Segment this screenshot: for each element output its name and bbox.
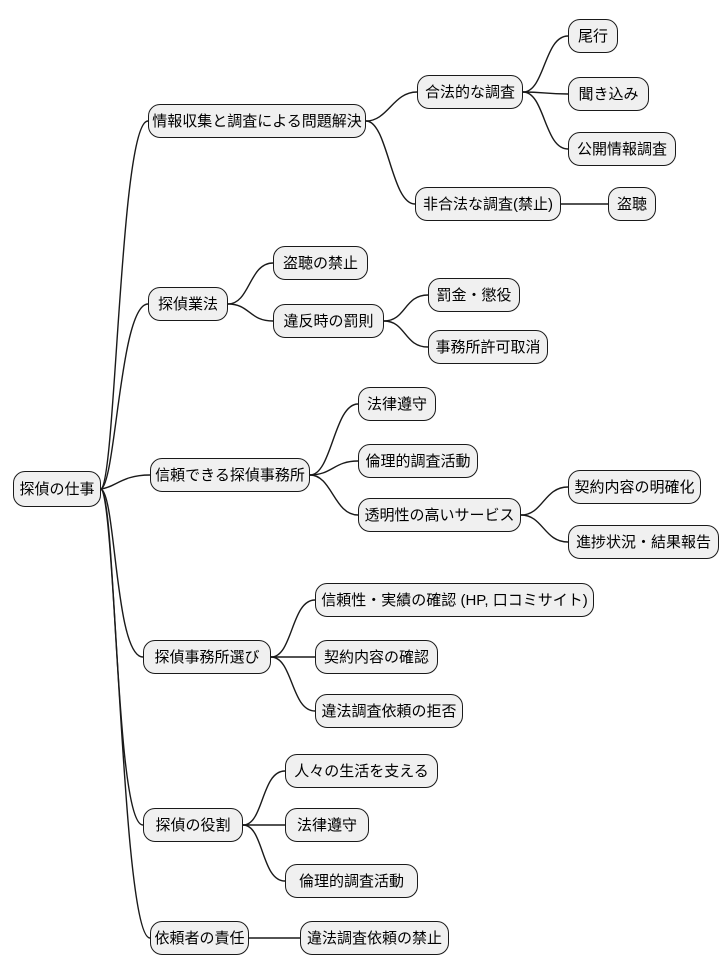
node-wiretapping: 盗聴	[608, 187, 656, 221]
edge-transparency-contract	[520, 486, 569, 516]
node-info-gathering: 情報収集と調査による問題解決	[148, 104, 366, 138]
node-detective-business-law: 探偵業法	[148, 287, 228, 321]
edge-selection-reliability	[270, 599, 316, 658]
edge-legal-osint	[522, 91, 569, 150]
node-detective-role: 探偵の役割	[143, 808, 243, 842]
node-transparent-service: 透明性の高いサービス	[358, 498, 521, 532]
node-legal-investigation: 合法的な調査	[417, 75, 523, 109]
edge-info-illegal	[365, 120, 416, 205]
node-interviews: 聞き込み	[568, 77, 649, 111]
edge-root-trustworthy-agency	[100, 474, 151, 490]
edge-selection-refusal	[270, 656, 316, 712]
node-license-revocation: 事務所許可取消	[428, 330, 548, 364]
edge-legal-interviews	[522, 91, 569, 95]
edge-agency-ethics	[309, 460, 359, 476]
edge-law-penalties	[227, 303, 274, 322]
edge-transparency-progress	[520, 514, 569, 543]
node-public-info-research: 公開情報調査	[568, 132, 676, 166]
edge-agency-transparency	[309, 474, 359, 516]
node-fines-imprisonment: 罰金・懲役	[428, 278, 520, 312]
node-root-detective-work: 探偵の仕事	[13, 471, 101, 507]
node-ethical-investigation-role: 倫理的調査活動	[285, 864, 418, 898]
edge-root-business-law	[100, 303, 149, 490]
edge-penalties-fines	[383, 294, 429, 322]
edge-agency-compliance	[309, 403, 359, 476]
edge-penalties-revocation	[383, 320, 429, 348]
edge-legal-tailing	[522, 35, 569, 93]
node-illegal-investigation: 非合法な調査(禁止)	[415, 187, 561, 221]
node-reliability-check: 信頼性・実績の確認 (HP, 口コミサイト)	[315, 583, 594, 617]
node-violation-penalties: 違反時の罰則	[273, 304, 384, 338]
edge-role-support	[242, 770, 286, 826]
node-client-responsibility: 依頼者の責任	[150, 921, 249, 955]
edge-law-wiretap-ban	[227, 262, 274, 305]
edge-root-info-gathering	[100, 120, 149, 490]
node-contract-check: 契約内容の確認	[315, 640, 438, 674]
node-tailing: 尾行	[568, 19, 618, 53]
edge-root-agency-selection	[100, 488, 144, 658]
node-agency-selection: 探偵事務所選び	[143, 640, 271, 674]
node-contract-clarity: 契約内容の明確化	[568, 470, 701, 504]
edge-role-ethics	[242, 824, 286, 882]
edge-root-detective-role	[100, 488, 144, 826]
node-legal-compliance-role: 法律遵守	[285, 808, 369, 842]
node-trustworthy-agency: 信頼できる探偵事務所	[150, 458, 310, 492]
node-illegal-request-ban: 違法調査依頼の禁止	[300, 921, 449, 955]
node-illegal-request-refusal: 違法調査依頼の拒否	[315, 694, 463, 728]
node-supporting-lives: 人々の生活を支える	[285, 754, 438, 788]
node-wiretap-ban: 盗聴の禁止	[273, 246, 368, 280]
edge-root-client-responsibility	[100, 488, 151, 939]
node-ethical-investigation-agency: 倫理的調査活動	[358, 444, 478, 478]
edge-info-legal	[365, 91, 418, 122]
node-legal-compliance-agency: 法律遵守	[358, 387, 436, 421]
node-progress-reporting: 進捗状況・結果報告	[568, 525, 719, 559]
